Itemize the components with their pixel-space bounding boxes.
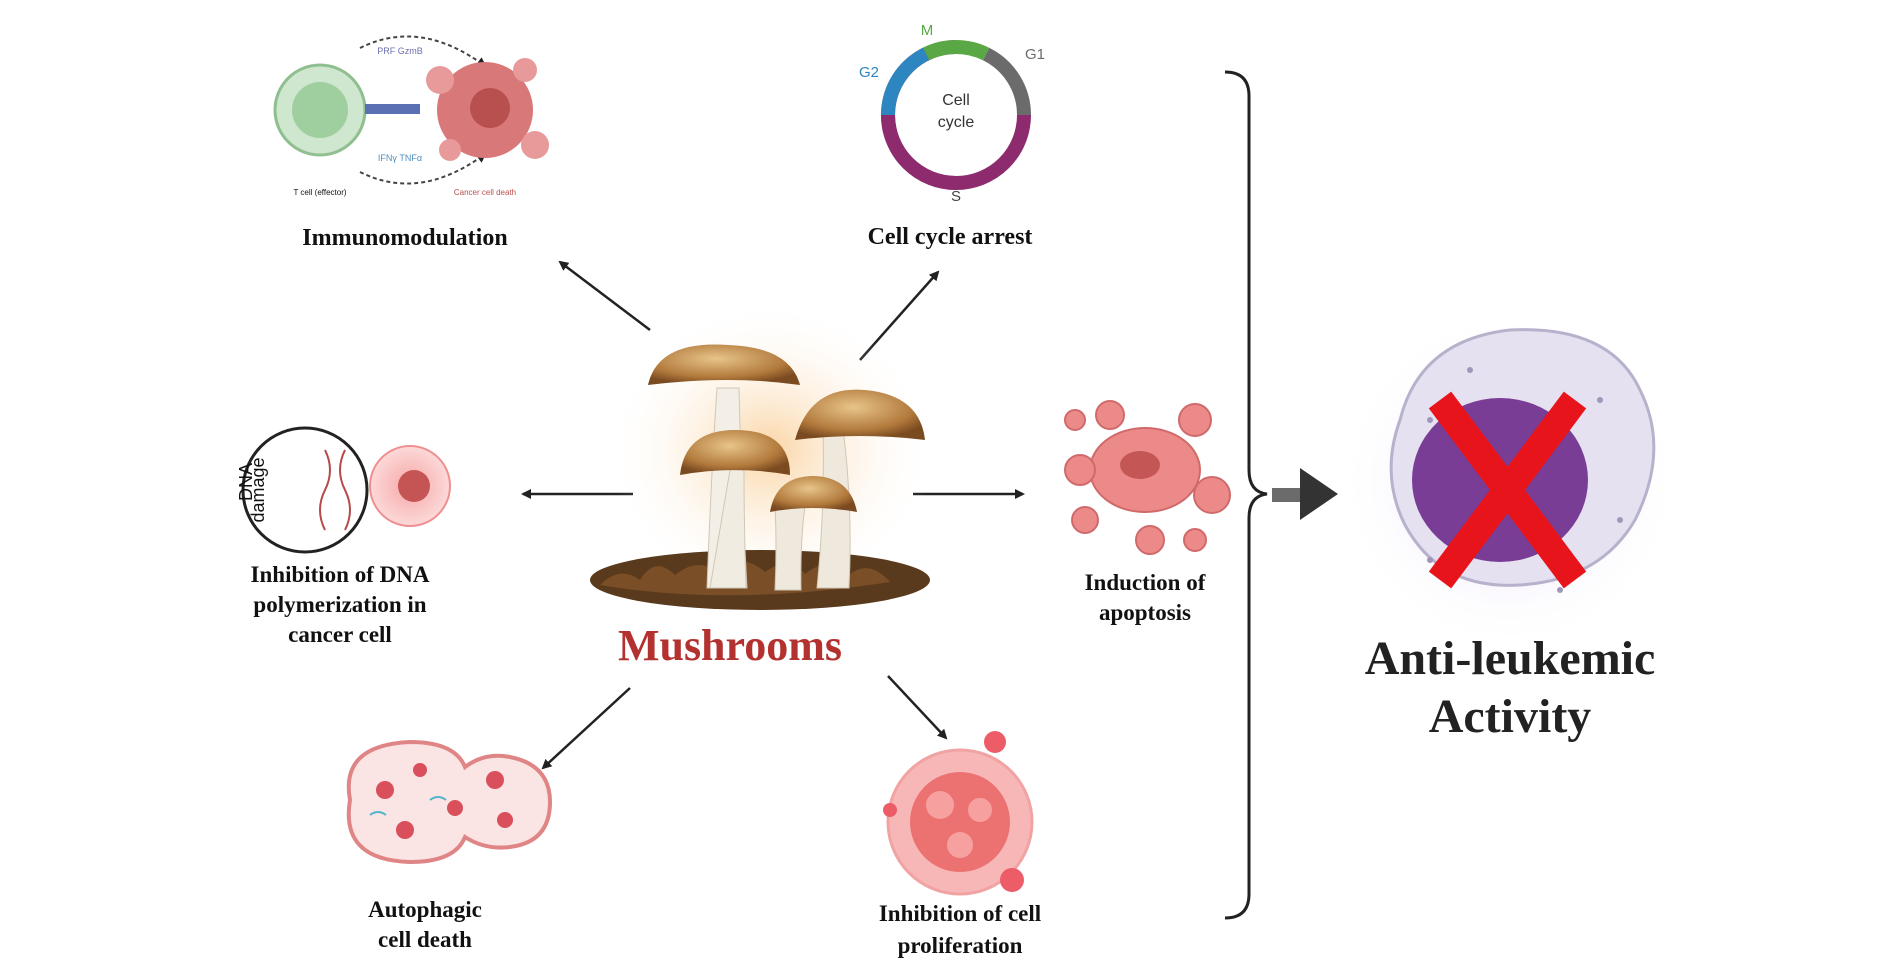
cell-cycle-center-line1: Cell — [942, 92, 970, 109]
proliferation-label-line1: Inhibition of cell — [878, 901, 1042, 926]
apoptosis-label-line1: Induction of — [1084, 570, 1206, 595]
outcome-label: Anti-leukemic Activity — [1330, 630, 1690, 746]
immuno-annotation-top: PRF GzmB — [377, 46, 423, 56]
g2-segment — [881, 47, 930, 116]
cancer-cell-icon — [426, 58, 549, 161]
dna-label-line3: cancer cell — [288, 622, 392, 647]
proliferating-cell-icon — [883, 731, 1034, 896]
phase-s-label: S — [950, 188, 961, 205]
dna-damage-icon — [241, 426, 451, 554]
cell-cycle-label: Cell cycle arrest — [867, 224, 1033, 250]
apoptosis-label-line2: apoptosis — [1098, 600, 1192, 625]
proliferation-label: Inhibition of cell proliferation — [810, 898, 1110, 962]
cell-cycle-ring-icon — [881, 40, 1031, 190]
s-segment — [881, 114, 1031, 190]
immunomodulation-label: Immunomodulation — [302, 225, 508, 251]
mushrooms-title: Mushrooms — [617, 621, 843, 670]
outcome-label-line2: Activity — [1428, 690, 1592, 743]
phase-m-label: M — [920, 22, 934, 39]
arrow-to-proliferation — [887, 675, 948, 740]
outcome-label-line1: Anti-leukemic — [1364, 632, 1656, 685]
apoptotic-cell-icon — [1064, 400, 1231, 555]
g1-segment — [982, 47, 1031, 116]
arrow-to-immunomodulation — [558, 260, 651, 331]
proliferation-label-line2: proliferation — [897, 933, 1023, 958]
immuno-annotation-bottom: IFNγ TNFα — [377, 153, 423, 163]
autophagic-label-line2: cell death — [378, 927, 472, 952]
cell-cycle-center-line2: cycle — [937, 114, 975, 131]
dna-label: Inhibition of DNA polymerization in canc… — [190, 560, 490, 650]
phase-g2-label: G2 — [858, 64, 879, 81]
m-segment — [922, 40, 990, 61]
t-cell-caption: T cell (effector) — [293, 188, 347, 197]
bracket-icon — [1224, 70, 1268, 920]
dna-label-line2: polymerization in — [253, 592, 427, 617]
big-arrow-icon — [1272, 468, 1338, 520]
immunomodulation-icon — [273, 35, 549, 185]
arrow-to-autophagic — [541, 687, 631, 770]
dna-label-line1: Inhibition of DNA — [250, 562, 430, 587]
mushroom-cluster-icon — [590, 300, 935, 610]
apoptosis-label: Induction of apoptosis — [1000, 568, 1290, 628]
phase-g1-label: G1 — [1024, 46, 1045, 63]
dna-circle-text-2: damage — [248, 457, 268, 523]
autophagy-cell-icon — [346, 739, 553, 865]
autophagic-label-line1: Autophagic — [368, 897, 482, 922]
cancer-cell-caption: Cancer cell death — [453, 188, 517, 197]
red-cross-icon — [1428, 391, 1587, 589]
autophagic-label: Autophagic cell death — [290, 895, 560, 955]
